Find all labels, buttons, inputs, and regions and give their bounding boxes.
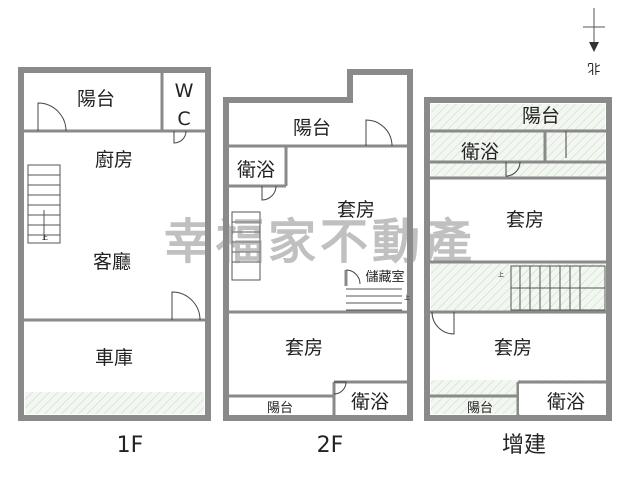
- floor-2f-label: 2F: [317, 433, 344, 458]
- door-1f-balcony: [37, 102, 67, 132]
- room-annex-lower-bath: 衛浴: [547, 391, 585, 413]
- floor-annex: 上 陽台 衛浴 套房 套房 陽台 衛浴 增建: [424, 97, 612, 458]
- room-annex-suite-lower: 套房: [494, 337, 532, 359]
- room-annex-suite-upper: 套房: [506, 209, 544, 231]
- compass-north-label: 北: [587, 60, 600, 75]
- stairs-annex: [510, 265, 606, 311]
- stair-up-mark-annex: 上: [498, 271, 504, 279]
- floor-annex-lower-bath-area: [519, 384, 605, 414]
- watermark-text: 幸福家不動產: [164, 214, 476, 270]
- room-1f-balcony: 陽台: [77, 88, 115, 110]
- floor-annex-suite-upper-area: [431, 178, 605, 262]
- room-1f-living: 客廳: [93, 251, 131, 273]
- room-1f-wc-w: W: [175, 80, 194, 102]
- door-2f-bath: [261, 185, 277, 201]
- room-1f-kitchen: 廚房: [95, 148, 133, 171]
- room-2f-suite-lower: 套房: [285, 337, 323, 359]
- door-1f-wc: [173, 130, 187, 144]
- stairs-2f: [231, 211, 402, 311]
- north-compass: 北: [583, 8, 605, 75]
- floor-annex-label: 增建: [502, 433, 546, 458]
- compass-arrow-icon: [589, 42, 599, 52]
- room-2f-lower-balcony: 陽台: [267, 401, 293, 416]
- stair-up-mark-2f: 上: [404, 294, 410, 302]
- room-2f-storage: 儲藏室: [365, 269, 404, 285]
- room-annex-lower-balcony: 陽台: [467, 401, 493, 416]
- room-2f-bath: 衛浴: [237, 159, 275, 181]
- floor-annex-suite-lower-area: [431, 314, 605, 380]
- floor-1f: 上 陽台 W C 廚房 客廳 車庫 1F: [18, 67, 211, 458]
- room-annex-balcony: 陽台: [522, 105, 560, 127]
- floor-1f-label: 1F: [117, 433, 144, 458]
- door-annex-suite-lower: [431, 311, 455, 335]
- floor-2f-outline: [223, 69, 413, 421]
- door-1f-living: [171, 291, 201, 321]
- floor-2f: 上 陽台 衛浴 套房 儲藏室 套房 陽台 衛浴 2F: [223, 69, 413, 458]
- floor-1f-garage-hatch: [25, 392, 204, 414]
- door-2f-lower-bath: [333, 381, 347, 395]
- stair-up-mark-1f: 上: [42, 234, 48, 242]
- stairs-1f: [27, 164, 61, 244]
- door-2f-balcony: [365, 119, 393, 147]
- room-2f-balcony: 陽台: [293, 117, 331, 139]
- door-2f-storage: [345, 269, 361, 285]
- room-2f-lower-bath: 衛浴: [351, 391, 389, 413]
- room-1f-garage: 車庫: [95, 347, 133, 369]
- door-annex-bath: [505, 161, 521, 177]
- room-annex-bath: 衛浴: [461, 141, 499, 163]
- room-2f-suite-upper: 套房: [337, 199, 375, 221]
- floor-1f-outline: [18, 67, 211, 421]
- room-1f-wc-c: C: [177, 108, 190, 130]
